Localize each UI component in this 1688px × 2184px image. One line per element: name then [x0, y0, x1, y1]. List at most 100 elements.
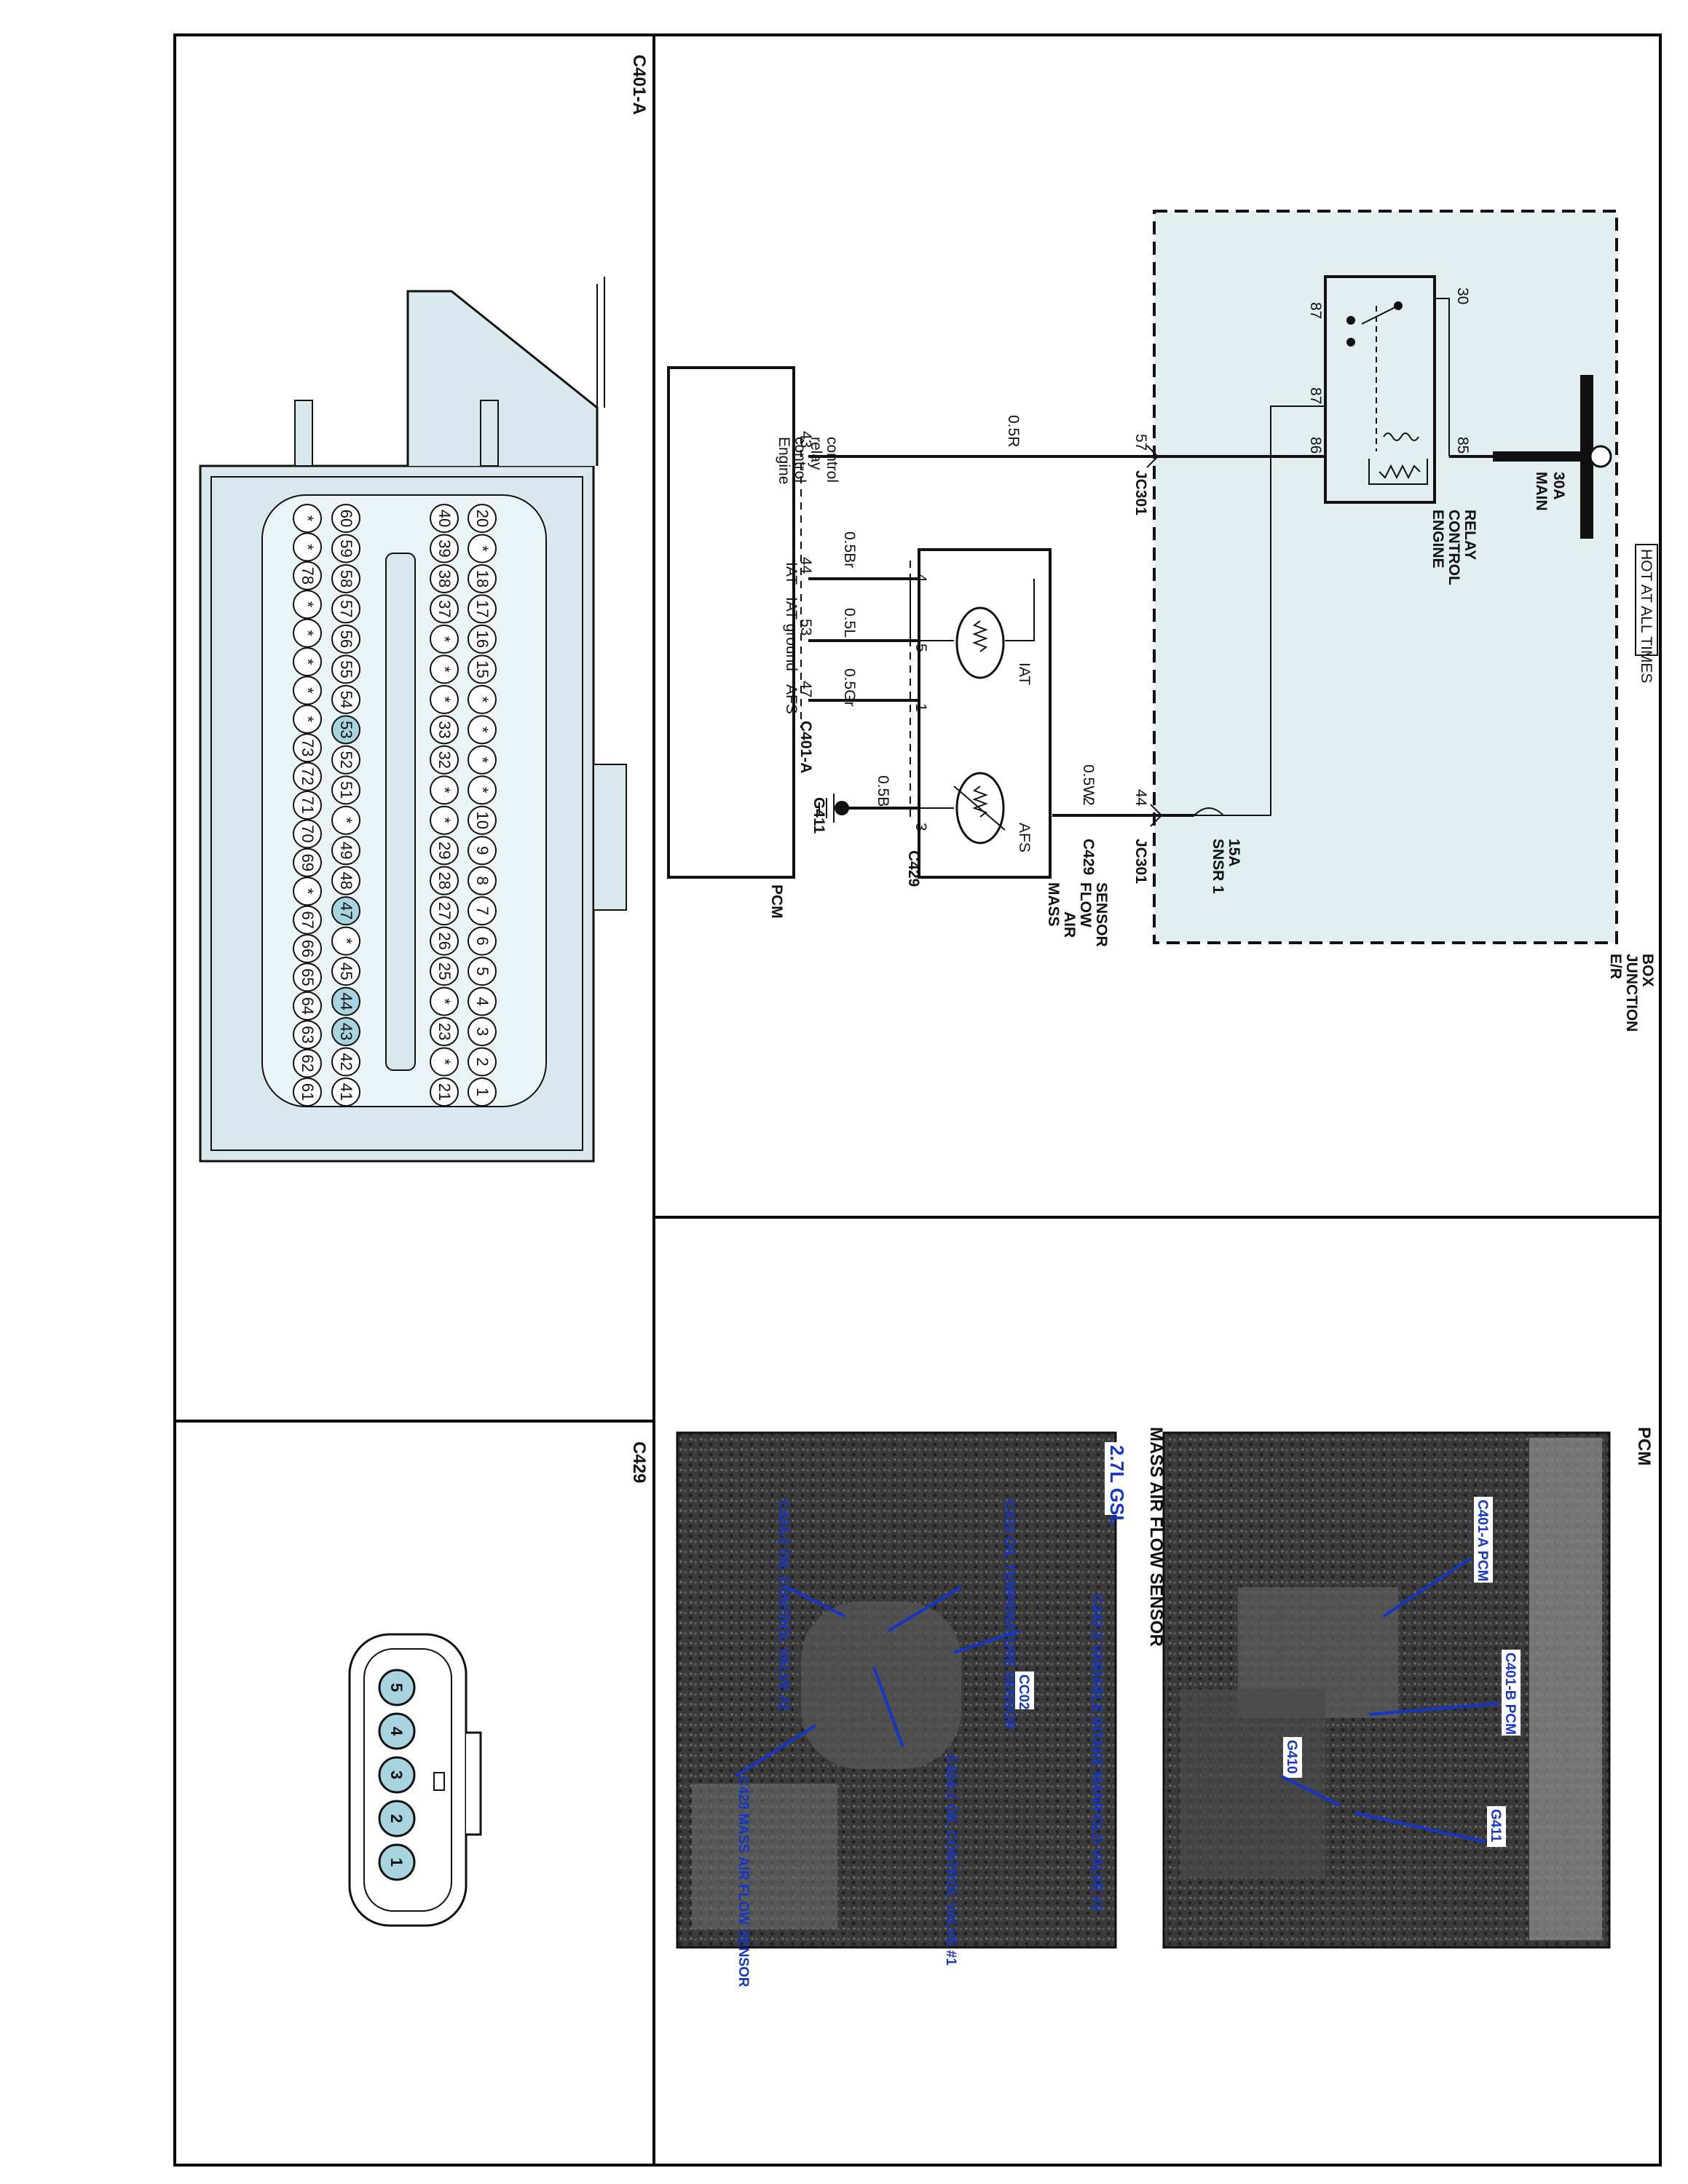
c429-pin-circle [378, 1712, 416, 1750]
c401a-pin-circle [430, 775, 459, 805]
iat-label: IAT [1016, 662, 1033, 685]
c401a-pin-label: * [299, 716, 317, 723]
c401a-pin-label: 61 [299, 1083, 317, 1101]
callout-g410: G410 [1284, 1740, 1299, 1773]
svg-text:JUNCTION: JUNCTION [1623, 954, 1640, 1032]
c401a-pin-circle [468, 654, 497, 684]
c429-pin-circle [378, 1756, 416, 1794]
c401a-pin-circle [293, 1077, 322, 1107]
c401a-pin-circle [331, 986, 360, 1016]
c401a-pin-label: * [473, 727, 492, 733]
c401a-latch [406, 290, 599, 466]
c401a-pin-label: 17 [473, 600, 492, 617]
er-junction-box-label: E/R JUNCTION BOX [1607, 954, 1656, 1032]
c401a-pin-label: * [337, 817, 355, 823]
c401a-pin-label: 43 [337, 1023, 355, 1040]
c401a-pin-circle [430, 504, 459, 533]
c401a-pin-label: * [299, 687, 317, 694]
c401a-pin-label: * [473, 545, 492, 552]
c401a-pin-circle [331, 896, 360, 926]
c401a-pin-label: 4 [473, 997, 492, 1005]
c401a-pin-circle [331, 957, 360, 986]
svg-text:SNSR 1: SNSR 1 [1210, 839, 1226, 894]
c401a-pin-circle [331, 594, 360, 624]
c401a-pin-label: 1 [473, 1088, 492, 1096]
er-junction-box [1153, 210, 1618, 944]
relay-pin-85: 85 [1454, 437, 1471, 454]
c401a-pin-label: * [435, 666, 454, 673]
c401a-pin-circle [293, 761, 322, 791]
pcm-box [667, 366, 795, 879]
c401a-pin-circle [430, 534, 459, 563]
c401a-pin-circle [293, 704, 322, 734]
c401a-pin-circle [430, 1017, 459, 1047]
c429-top-label: C429 [1080, 839, 1097, 875]
c401a-pin-circle [293, 561, 322, 590]
svg-text:MASS: MASS [1045, 882, 1062, 927]
snsr-fuse [1194, 807, 1224, 816]
afs-label: AFS [1016, 823, 1033, 852]
c429-pin-label: 3 [387, 1770, 406, 1779]
page-frame [173, 33, 1662, 2167]
maf-sensor-box [918, 548, 1052, 879]
c401a-pin-label: 27 [435, 902, 454, 919]
c401a-pin-circle [331, 654, 360, 684]
c401a-pin-label: 71 [299, 796, 317, 814]
c401a-pin-label: * [299, 601, 317, 608]
c401a-pin-circle [468, 594, 497, 624]
c401a-pin-circle [468, 866, 497, 895]
c401a-pin-label: 52 [337, 751, 355, 769]
c401a-pin-circle [468, 805, 497, 835]
c401a-pin-circle [430, 745, 459, 775]
bus-terminal [1589, 445, 1612, 468]
jc301-top-label: JC301 [1132, 470, 1149, 515]
c401a-pin-circle [331, 1047, 360, 1077]
c401a-pin-label: 29 [435, 842, 454, 859]
ground-symbol [819, 794, 835, 823]
c401a-pin-label: * [435, 697, 454, 703]
c401a-pin-circle [293, 733, 322, 763]
wire-label-0-5b: 0.5B [875, 775, 891, 807]
c401a-pin-circle [331, 926, 360, 956]
callout-c424-2: C424-2 OIL CONTROL VALVE #2 [776, 1500, 791, 1711]
c401a-pin-label: 2 [473, 1057, 492, 1066]
c401a-pin-label: * [299, 888, 317, 895]
c401a-pin-label: 65 [299, 968, 317, 986]
c401a-pin-label: * [435, 817, 454, 823]
relay-coil-frame [1368, 459, 1428, 485]
engine-control-relay [1324, 275, 1436, 504]
c401a-pin-label: 33 [435, 721, 454, 738]
callout-c442-2: C442-2 VARIABLE INTAKE MANIFOLD VALVE #2 [1089, 1594, 1104, 1912]
photo-maf: MASS AIR FLOW SENSOR 2.7L GSL C442-2 VAR… [676, 1427, 1166, 1987]
c401a-pin-label: 15 [473, 660, 492, 678]
c401a-pin-label: 54 [337, 691, 355, 708]
c401a-pin-circle [331, 775, 360, 805]
c429-pin-circle [378, 1669, 416, 1706]
pcm-c401a-label: C401-A [797, 721, 814, 773]
c401a-pin-circle [430, 866, 459, 895]
ground-g411-label: G411 [811, 797, 827, 834]
svg-text:ENGINE: ENGINE [1429, 510, 1446, 569]
c401a-pin-circle [468, 836, 497, 866]
maf-engine-label: 2.7L GSL [1106, 1445, 1128, 1527]
snsr-fuse-label: SNSR 1 15A [1210, 839, 1242, 894]
c401a-pin-label: * [299, 659, 317, 665]
c401a-pin-circle [331, 866, 360, 895]
c401a-pin-label: 40 [435, 510, 454, 527]
jc301-bottom-label: JC301 [1132, 839, 1149, 884]
c401a-pin-circle [293, 934, 322, 963]
c401a-pin-circle [293, 905, 322, 935]
c401a-pin-circle [468, 745, 497, 775]
c401a-pin-label: * [473, 757, 492, 764]
c401a-pin-label: 9 [473, 846, 492, 855]
c401a-pin-label: 20 [473, 510, 492, 527]
c401a-pin-label: 66 [299, 940, 317, 957]
c401a-pin-circle [430, 654, 459, 684]
c401a-pin-circle [468, 1077, 497, 1107]
c401a-pin-circle [468, 1047, 497, 1077]
iat-internal-a [1005, 579, 1035, 641]
c401a-pin-label: * [435, 787, 454, 794]
c401a-pin-circle [331, 1017, 360, 1047]
c401a-pin-label: 70 [299, 825, 317, 842]
relay-coil [1383, 432, 1419, 441]
